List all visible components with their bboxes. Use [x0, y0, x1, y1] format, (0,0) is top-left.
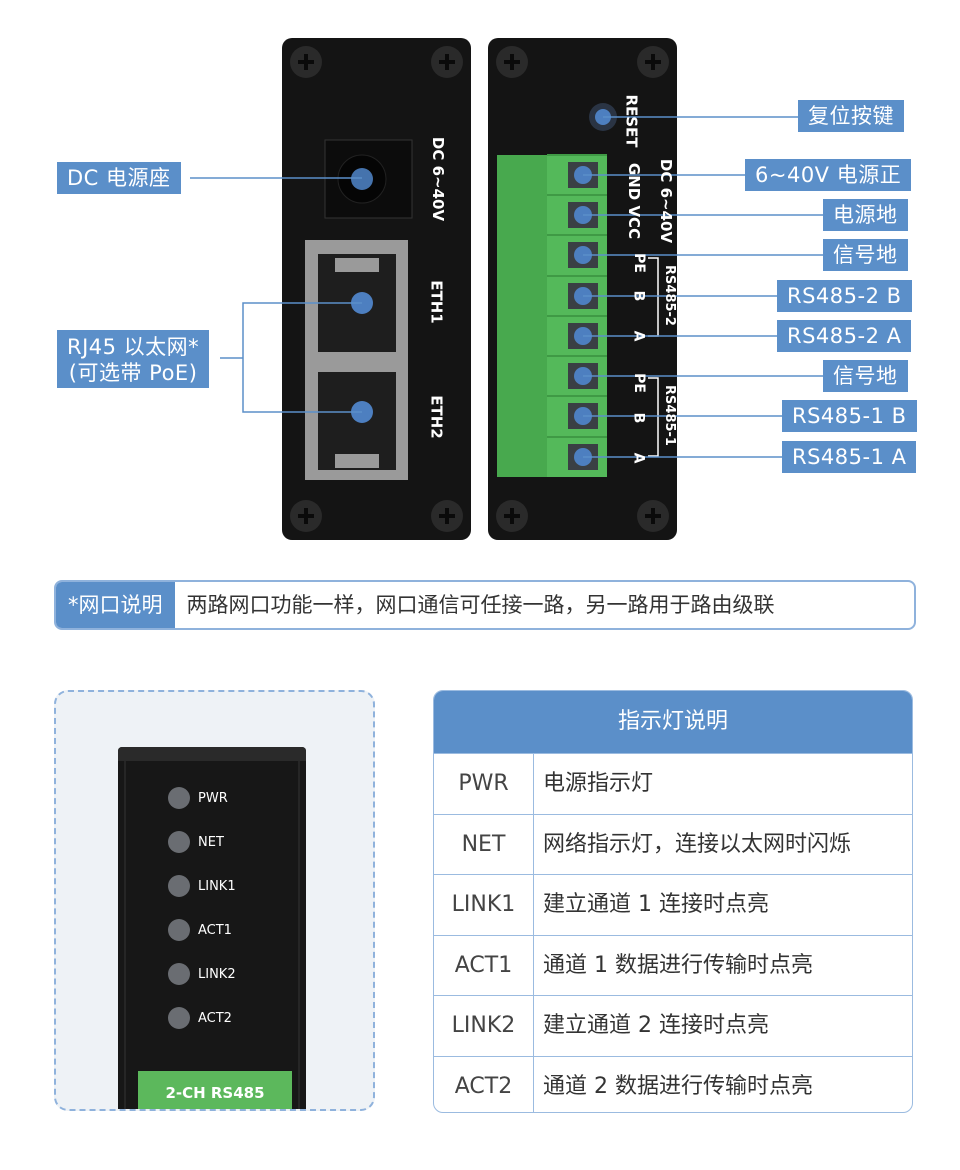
callout-a1: RS485-1 A [782, 441, 917, 473]
callout-rj45-line2: (可选带 PoE) [68, 361, 198, 385]
indicator-name-cell: LINK2 [434, 996, 534, 1056]
indicator-name-cell: LINK1 [434, 875, 534, 935]
indicator-desc-cell: 网络指示灯，连接以太网时闪烁 [543, 831, 852, 857]
indicator-name-cell: PWR [434, 754, 534, 814]
led-indicator [168, 919, 190, 941]
led-row: LINK2 [168, 963, 236, 985]
led-label: LINK2 [198, 966, 236, 982]
pe-text-1: PE [630, 373, 647, 393]
screw-icon [496, 500, 528, 532]
led-label: PWR [198, 790, 228, 806]
a-text-1: A [630, 452, 647, 464]
led-label: NET [198, 834, 224, 850]
table-row: LINK2 建立通道 2 连接时点亮 [434, 995, 912, 1056]
table-row: LINK1 建立通道 1 连接时点亮 [434, 874, 912, 935]
callout-pe2: 信号地 [823, 239, 908, 271]
led-label: LINK1 [198, 878, 236, 894]
b-text-1: B [630, 412, 647, 424]
callout-rj45-line1: RJ45 以太网* [67, 335, 200, 359]
rs485-2-group-text: RS485-2 [661, 265, 677, 326]
callout-reset: 复位按键 [798, 100, 904, 132]
screw-icon [637, 500, 669, 532]
screw-icon [290, 46, 322, 78]
led-row: NET [168, 831, 224, 853]
callout-gnd: 电源地 [823, 199, 908, 231]
screw-icon [496, 46, 528, 78]
callout-dc-jack: DC 电源座 [57, 162, 181, 194]
ethernet-note: *网口说明 两路网口功能一样，网口通信可任接一路，另一路用于路由级联 [54, 580, 916, 630]
callout-pe1: 信号地 [823, 360, 908, 392]
rs485-1-group-text: RS485-1 [661, 385, 677, 446]
screw-icon [431, 46, 463, 78]
indicator-desc-cell: 通道 2 数据进行传输时点亮 [543, 1073, 813, 1099]
eth1-text: ETH1 [427, 280, 446, 324]
table-row: PWR 电源指示灯 [434, 753, 912, 814]
screw-icon [431, 500, 463, 532]
indicator-desc-cell: 通道 1 数据进行传输时点亮 [543, 952, 813, 978]
callout-rj45: RJ45 以太网* (可选带 PoE) [57, 330, 210, 388]
callout-b2: RS485-2 B [777, 280, 912, 312]
table-row: ACT2 通道 2 数据进行传输时点亮 [434, 1055, 912, 1112]
indicator-name-cell: ACT1 [434, 935, 534, 995]
callout-a2: RS485-2 A [777, 320, 912, 352]
indicator-table: 指示灯说明 PWR 电源指示灯 NET 网络指示灯，连接以太网时闪烁 LINK1 建立通道… [433, 690, 913, 1113]
pe-text-2: PE [630, 253, 647, 273]
b-text-2: B [630, 290, 647, 302]
eth2-text: ETH2 [427, 395, 446, 439]
led-indicator [168, 963, 190, 985]
panel-illustration [190, 38, 823, 540]
indicator-desc-cell: 建立通道 2 连接时点亮 [543, 1013, 769, 1038]
callout-lines [190, 116, 823, 458]
indicator-name-cell: NET [434, 814, 534, 874]
led-label: ACT1 [198, 922, 232, 938]
led-indicator [168, 787, 190, 809]
led-indicator [168, 831, 190, 853]
dc-voltage-text-right: DC 6~40V [657, 158, 676, 244]
note-text: 两路网口功能一样，网口通信可任接一路，另一路用于路由级联 [186, 593, 775, 617]
callout-vcc: 6~40V 电源正 [745, 159, 912, 191]
led-indicator [168, 1007, 190, 1029]
table-row: NET 网络指示灯，连接以太网时闪烁 [434, 813, 912, 874]
indicator-table-title: 指示灯说明 [434, 691, 912, 753]
led-row: PWR [168, 787, 228, 809]
indicator-desc-cell: 电源指示灯 [543, 771, 654, 796]
screw-icon [290, 500, 322, 532]
indicator-name-cell: ACT2 [434, 1056, 534, 1112]
screw-icon [637, 46, 669, 78]
led-row: ACT2 [168, 1007, 232, 1029]
led-row: ACT1 [168, 919, 232, 941]
indicator-table-body: PWR 电源指示灯 NET 网络指示灯，连接以太网时闪烁 LINK1 建立通道 1 连接时… [434, 753, 912, 1112]
note-tag: *网口说明 [56, 582, 175, 628]
led-indicator [168, 875, 190, 897]
dc-voltage-text: DC 6~40V [429, 136, 448, 222]
indicator-desc-cell: 建立通道 1 连接时点亮 [543, 892, 769, 917]
model-label: 2-CH RS485 [138, 1071, 292, 1109]
led-row: LINK1 [168, 875, 236, 897]
gnd-vcc-text: GND VCC [625, 162, 644, 240]
a-text-2: A [630, 330, 647, 342]
reset-text: RESET [622, 94, 641, 148]
led-label: ACT2 [198, 1010, 232, 1026]
table-row: ACT1 通道 1 数据进行传输时点亮 [434, 934, 912, 995]
callout-b1: RS485-1 B [782, 400, 917, 432]
